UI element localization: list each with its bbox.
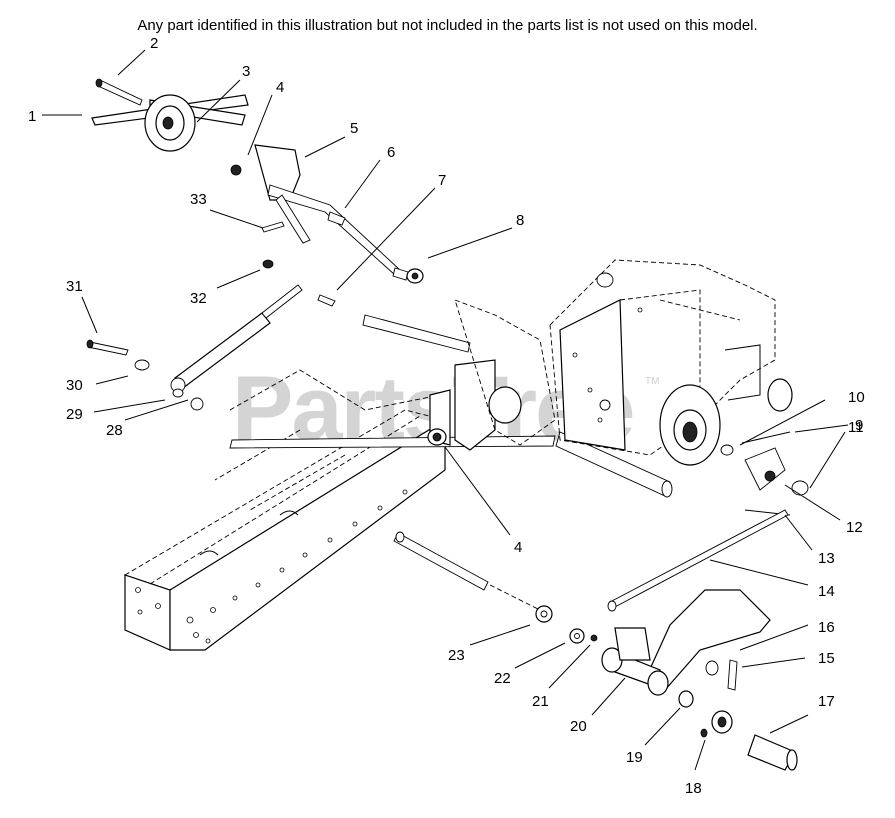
rod-washers bbox=[489, 584, 598, 644]
callout-15: 15 bbox=[818, 650, 835, 667]
belt-and-pulley bbox=[91, 78, 249, 152]
callout-30: 30 bbox=[66, 377, 83, 394]
callout-3: 3 bbox=[242, 63, 250, 80]
gas-spring bbox=[86, 259, 336, 411]
callout-10: 10 bbox=[848, 389, 865, 406]
callout-31: 31 bbox=[66, 278, 83, 295]
callout-7: 7 bbox=[438, 172, 446, 189]
pedal-assembly bbox=[601, 509, 798, 771]
callout-9: 9 bbox=[855, 417, 863, 434]
callout-20: 20 bbox=[570, 718, 587, 735]
diagram-note: Any part identified in this illustration… bbox=[137, 17, 758, 34]
callout-18: 18 bbox=[685, 780, 702, 797]
callout-19: 19 bbox=[626, 749, 643, 766]
callout-4-top: 4 bbox=[276, 79, 284, 96]
callout-12: 12 bbox=[846, 519, 863, 536]
callout-5: 5 bbox=[350, 120, 358, 137]
callout-labels: 1 2 3 4 5 6 7 8 33 31 32 30 29 28 10 9 1… bbox=[28, 35, 865, 797]
callout-1: 1 bbox=[28, 108, 36, 125]
frame-assembly bbox=[123, 369, 447, 651]
callout-28: 28 bbox=[106, 422, 123, 439]
callout-13: 13 bbox=[818, 550, 835, 567]
callout-32: 32 bbox=[190, 290, 207, 307]
callout-17: 17 bbox=[818, 693, 835, 710]
watermark-trademark: TM bbox=[645, 376, 659, 387]
callout-23: 23 bbox=[448, 647, 465, 664]
transaxle-assembly bbox=[549, 259, 793, 466]
callout-16: 16 bbox=[818, 619, 835, 636]
frame-fittings bbox=[427, 428, 447, 446]
callout-8: 8 bbox=[516, 212, 524, 229]
callout-33: 33 bbox=[190, 191, 207, 208]
callout-11: 11 bbox=[848, 419, 864, 436]
callout-29: 29 bbox=[66, 406, 83, 423]
callout-22: 22 bbox=[494, 670, 511, 687]
callout-14: 14 bbox=[818, 583, 835, 600]
brake-linkage bbox=[720, 431, 809, 516]
callout-6: 6 bbox=[387, 144, 395, 161]
callout-2: 2 bbox=[150, 35, 158, 52]
leader-lines bbox=[42, 49, 849, 771]
callout-21: 21 bbox=[532, 693, 549, 710]
idler-arm bbox=[230, 144, 424, 284]
callout-4-bottom: 4 bbox=[514, 539, 522, 556]
